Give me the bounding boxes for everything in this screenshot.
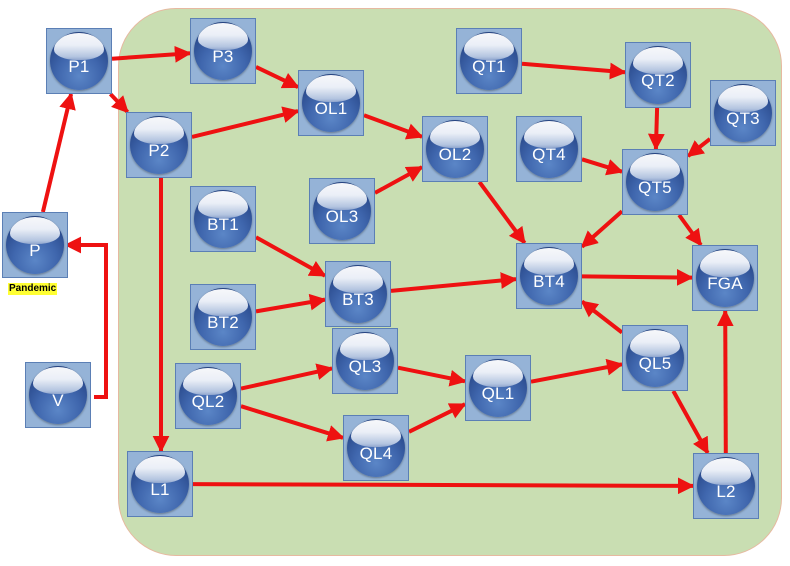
node-bt4: BT4	[516, 243, 582, 309]
node-label: QL4	[359, 444, 393, 463]
node-qt3: QT3	[710, 80, 776, 146]
sphere-icon: P3	[194, 22, 252, 80]
sphere-icon: P2	[130, 116, 188, 174]
node-qt1: QT1	[456, 28, 522, 94]
sphere-icon: QT2	[629, 46, 687, 104]
node-bt3: BT3	[325, 261, 391, 327]
node-label: QL1	[481, 384, 515, 403]
node-label: OL2	[438, 145, 472, 164]
sphere-icon: QT3	[714, 84, 772, 142]
sphere-icon: FGA	[696, 249, 754, 307]
node-v: V	[25, 362, 91, 428]
sphere-icon: L2	[697, 457, 755, 515]
node-label: P	[29, 241, 41, 260]
node-label: P3	[212, 47, 234, 66]
node-label: L2	[716, 482, 736, 501]
node-label: QT3	[726, 109, 760, 128]
node-label: P1	[68, 57, 90, 76]
sphere-icon: QL3	[336, 332, 394, 390]
node-ol3: OL3	[309, 178, 375, 244]
node-ql3: QL3	[332, 328, 398, 394]
node-label: QT4	[532, 145, 566, 164]
sphere-icon: V	[29, 366, 87, 424]
sphere-icon: L1	[131, 455, 189, 513]
sphere-icon: BT2	[194, 288, 252, 346]
node-ql2: QL2	[175, 363, 241, 429]
sphere-icon: OL2	[426, 120, 484, 178]
node-bt2: BT2	[190, 284, 256, 350]
node-label: BT1	[207, 215, 239, 234]
node-fga: FGA	[692, 245, 758, 311]
node-bt1: BT1	[190, 186, 256, 252]
node-label: V	[52, 391, 64, 410]
node-ql4: QL4	[343, 415, 409, 481]
node-label: QT2	[641, 71, 675, 90]
sphere-icon: QL4	[347, 419, 405, 477]
node-p: P	[2, 212, 68, 278]
sphere-icon: P	[6, 216, 64, 274]
node-label: L1	[150, 480, 170, 499]
node-p1: P1	[46, 28, 112, 94]
node-ol2: OL2	[422, 116, 488, 182]
node-l2: L2	[693, 453, 759, 519]
arrow-p-to-p1	[40, 92, 76, 213]
node-label: BT4	[533, 272, 565, 291]
sphere-icon: BT4	[520, 247, 578, 305]
sphere-icon: BT1	[194, 190, 252, 248]
node-label: FGA	[707, 274, 743, 293]
node-qt4: QT4	[516, 116, 582, 182]
sphere-icon: QT4	[520, 120, 578, 178]
node-qt2: QT2	[625, 42, 691, 108]
pandemic-caption: Pandemic	[8, 283, 58, 295]
sphere-icon: QL2	[179, 367, 237, 425]
node-label: QL2	[191, 392, 225, 411]
node-label: QL3	[348, 357, 382, 376]
node-label: P2	[148, 141, 170, 160]
sphere-icon: OL3	[313, 182, 371, 240]
node-qt5: QT5	[622, 149, 688, 215]
node-label: BT2	[207, 313, 239, 332]
node-label: BT3	[342, 290, 374, 309]
sphere-icon: QT1	[460, 32, 518, 90]
node-p3: P3	[190, 18, 256, 84]
sphere-icon: QL1	[469, 359, 527, 417]
node-p2: P2	[126, 112, 192, 178]
node-label: QL5	[638, 354, 672, 373]
node-label: OL3	[325, 207, 359, 226]
sphere-icon: BT3	[329, 265, 387, 323]
node-ql5: QL5	[622, 325, 688, 391]
node-ql1: QL1	[465, 355, 531, 421]
node-l1: L1	[127, 451, 193, 517]
node-ol1: OL1	[298, 70, 364, 136]
sphere-icon: OL1	[302, 74, 360, 132]
sphere-icon: P1	[50, 32, 108, 90]
node-label: OL1	[314, 99, 348, 118]
sphere-icon: QL5	[626, 329, 684, 387]
node-label: QT1	[472, 57, 506, 76]
node-label: QT5	[638, 178, 672, 197]
sphere-icon: QT5	[626, 153, 684, 211]
